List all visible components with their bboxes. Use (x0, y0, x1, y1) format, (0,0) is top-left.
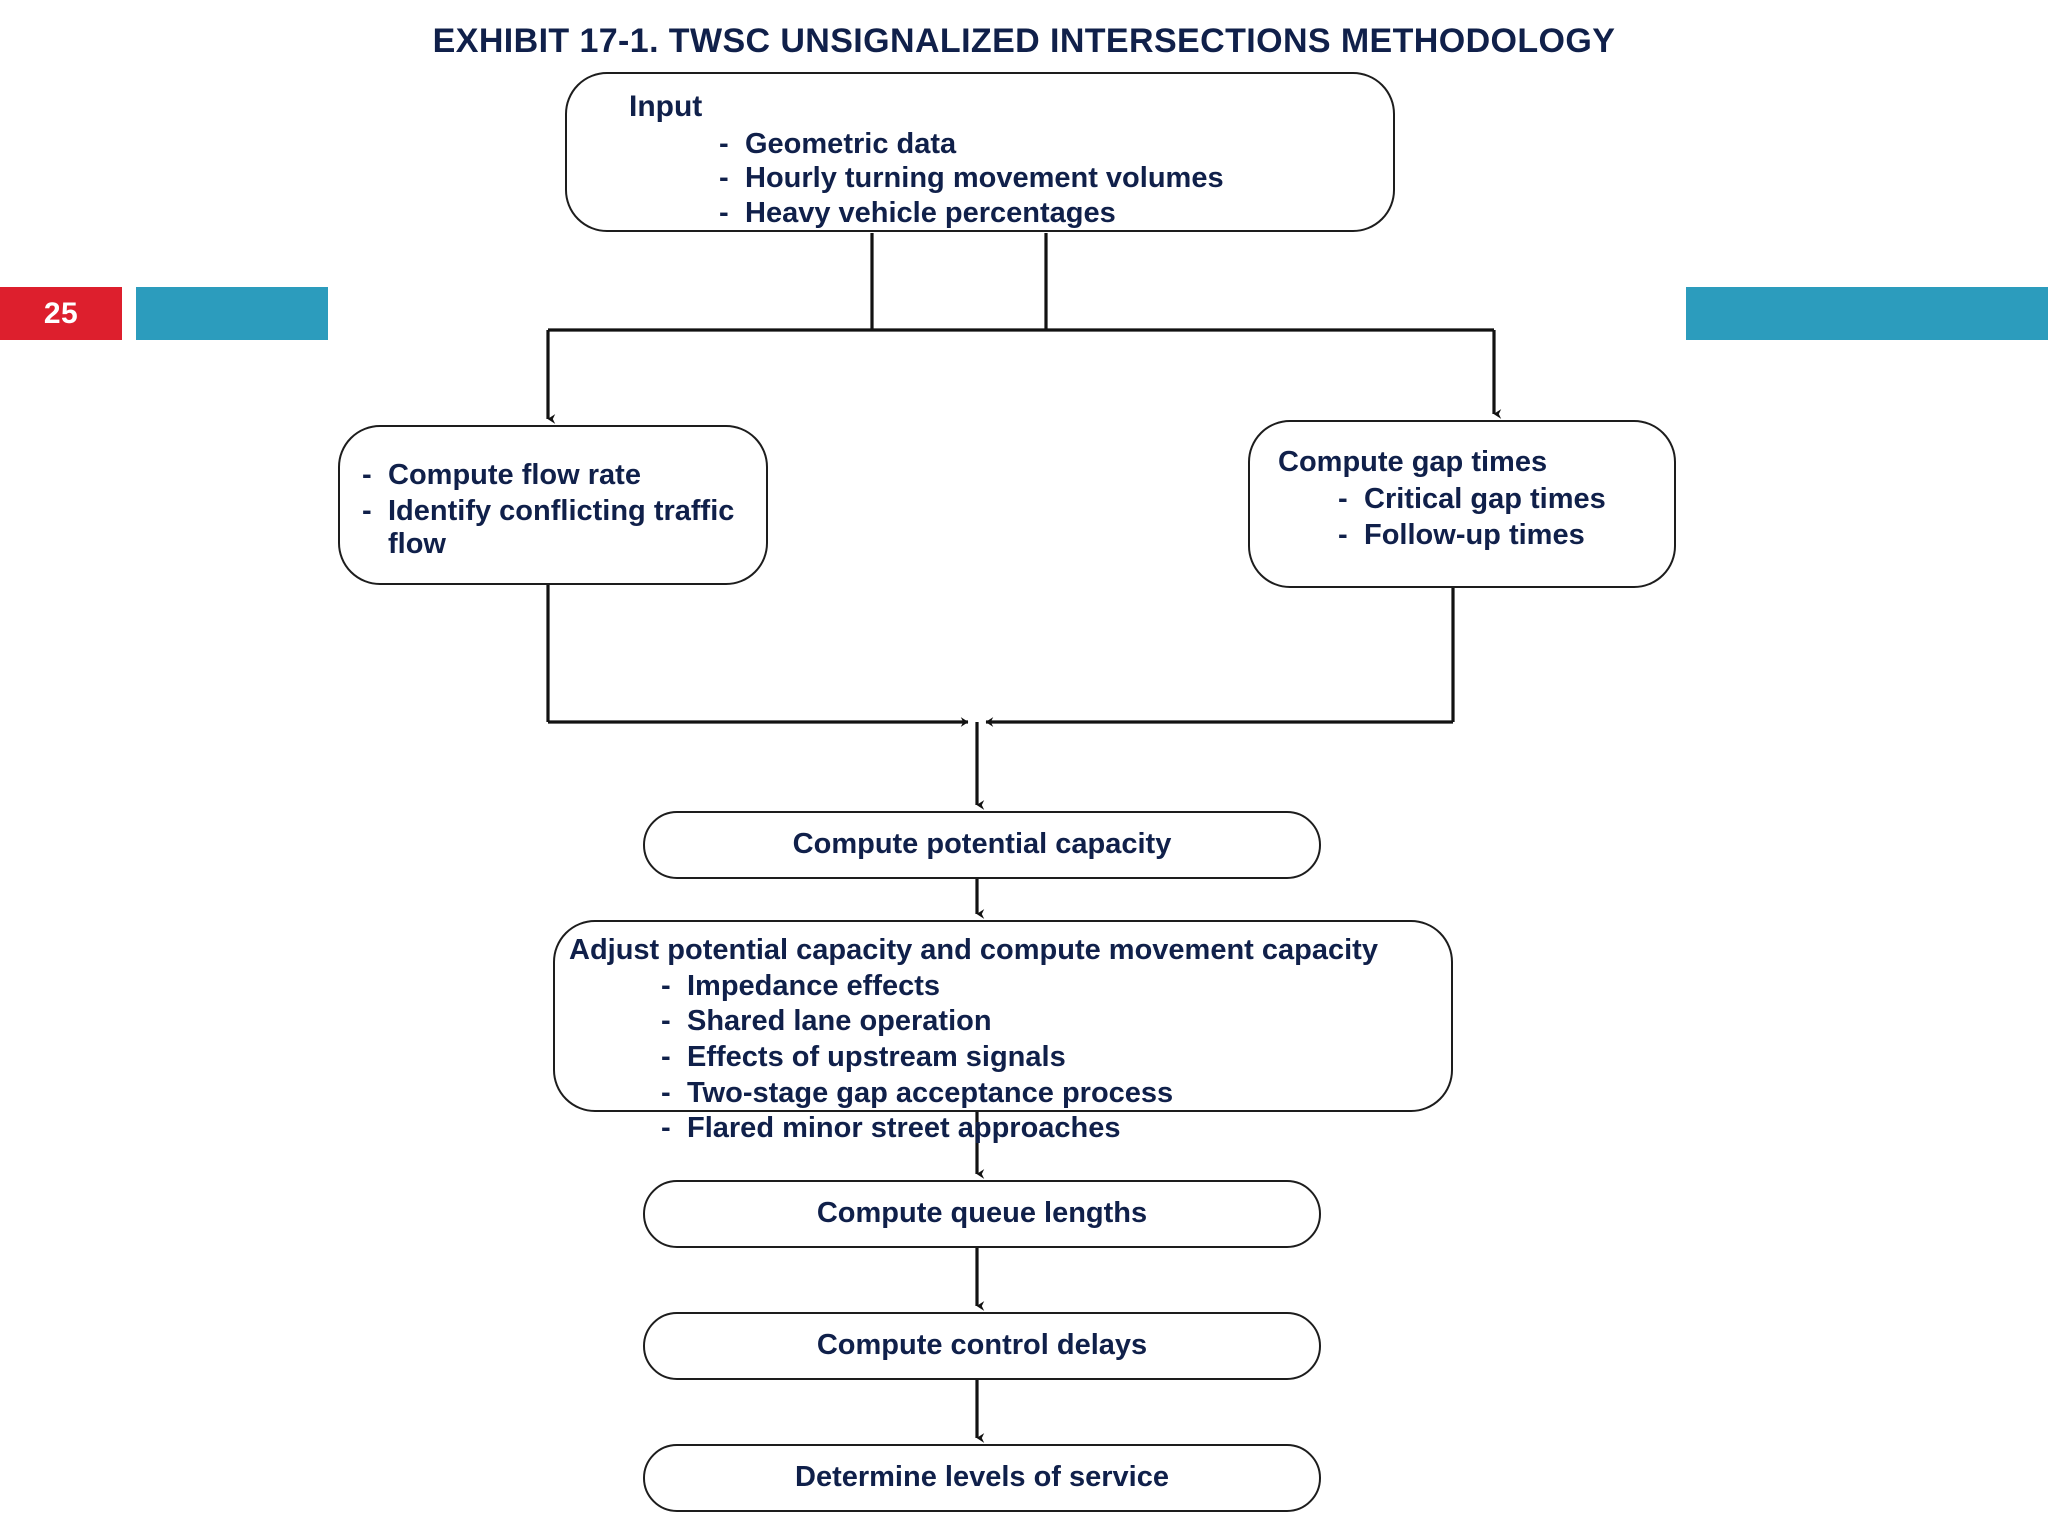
list-item: -Effects of upstream signals (661, 1041, 1451, 1075)
list-item-label: Follow-up times (1364, 519, 1585, 552)
bullet-dash: - (719, 162, 729, 195)
node-gap-heading: Compute gap times (1278, 446, 1548, 478)
bullet-dash: - (1338, 519, 1348, 552)
list-item: -Flared minor street approaches (661, 1112, 1451, 1146)
list-item-label: Flared minor street approaches (687, 1112, 1121, 1145)
list-item-label: Heavy vehicle percentages (745, 197, 1116, 230)
bullet-dash: - (362, 459, 372, 491)
bullet-dash: - (661, 1076, 671, 1109)
list-item: -Impedance effects (661, 970, 1451, 1004)
node-adjust-heading: Adjust potential capacity and compute mo… (569, 934, 1378, 966)
list-item-label: Two-stage gap acceptance process (687, 1076, 1174, 1109)
node-input-heading: Input (629, 90, 703, 123)
list-item: -Critical gap times (1338, 483, 1674, 517)
page-number-badge: 25 (0, 287, 122, 340)
node-delays-label: Compute control delays (816, 1329, 1148, 1362)
teal-rule-left (136, 287, 328, 340)
list-item: -Follow-up times (1338, 519, 1674, 553)
node-queue-label: Compute queue lengths (816, 1197, 1148, 1230)
node-compute-gap-times[interactable]: Compute gap times -Critical gap times -F… (1248, 420, 1676, 588)
list-item-label-wrap: flow (388, 528, 446, 561)
node-compute-potential-capacity[interactable]: Compute potential capacity (643, 811, 1321, 879)
list-item: -Hourly turning movement volumes (719, 162, 1393, 196)
bullet-dash: - (362, 494, 372, 527)
teal-rule-right (1686, 287, 2048, 340)
list-item: -Two-stage gap acceptance process (661, 1077, 1451, 1111)
list-item-label: Effects of upstream signals (687, 1040, 1066, 1073)
list-item: -Geometric data (719, 128, 1393, 162)
node-input-bullets: -Geometric data -Hourly turning movement… (629, 128, 1393, 231)
list-item-label: Hourly turning movement volumes (745, 162, 1224, 195)
node-flow-bullets: -Compute flow rate -Identify conflicting… (362, 459, 766, 562)
node-compute-control-delays[interactable]: Compute control delays (643, 1312, 1321, 1380)
bullet-dash: - (1338, 482, 1348, 515)
list-item-label: Impedance effects (687, 969, 941, 1002)
bullet-dash: - (719, 197, 729, 230)
list-item-label: Shared lane operation (687, 1005, 992, 1038)
node-compute-flow-rate[interactable]: -Compute flow rate -Identify conflicting… (338, 425, 768, 585)
node-compute-queue-lengths[interactable]: Compute queue lengths (643, 1180, 1321, 1248)
list-item-label: Identify conflicting traffic (388, 494, 735, 527)
node-input[interactable]: Input -Geometric data -Hourly turning mo… (565, 72, 1395, 232)
exhibit-title: EXHIBIT 17-1. TWSC UNSIGNALIZED INTERSEC… (432, 22, 1616, 60)
list-item-label: Geometric data (745, 127, 957, 160)
list-item: -Shared lane operation (661, 1005, 1451, 1039)
bullet-dash: - (661, 969, 671, 1002)
list-item: -Compute flow rate (362, 459, 766, 493)
list-item-label: Critical gap times (1364, 482, 1606, 515)
node-gap-bullets: -Critical gap times -Follow-up times (1278, 483, 1674, 553)
bullet-dash: - (661, 1040, 671, 1073)
list-item: -Heavy vehicle percentages (719, 197, 1393, 231)
bullet-dash: - (719, 127, 729, 160)
bullet-dash: - (661, 1112, 671, 1145)
bullet-dash: - (661, 1005, 671, 1038)
node-adjust-potential-capacity[interactable]: Adjust potential capacity and compute mo… (553, 920, 1453, 1144)
node-los-label: Determine levels of service (795, 1461, 1169, 1494)
node-determine-levels-of-service[interactable]: Determine levels of service (643, 1444, 1321, 1512)
node-adjust-bullets: -Impedance effects -Shared lane operatio… (569, 970, 1451, 1146)
node-potential-label: Compute potential capacity (792, 828, 1172, 861)
list-item-label: Compute flow rate (388, 459, 641, 491)
